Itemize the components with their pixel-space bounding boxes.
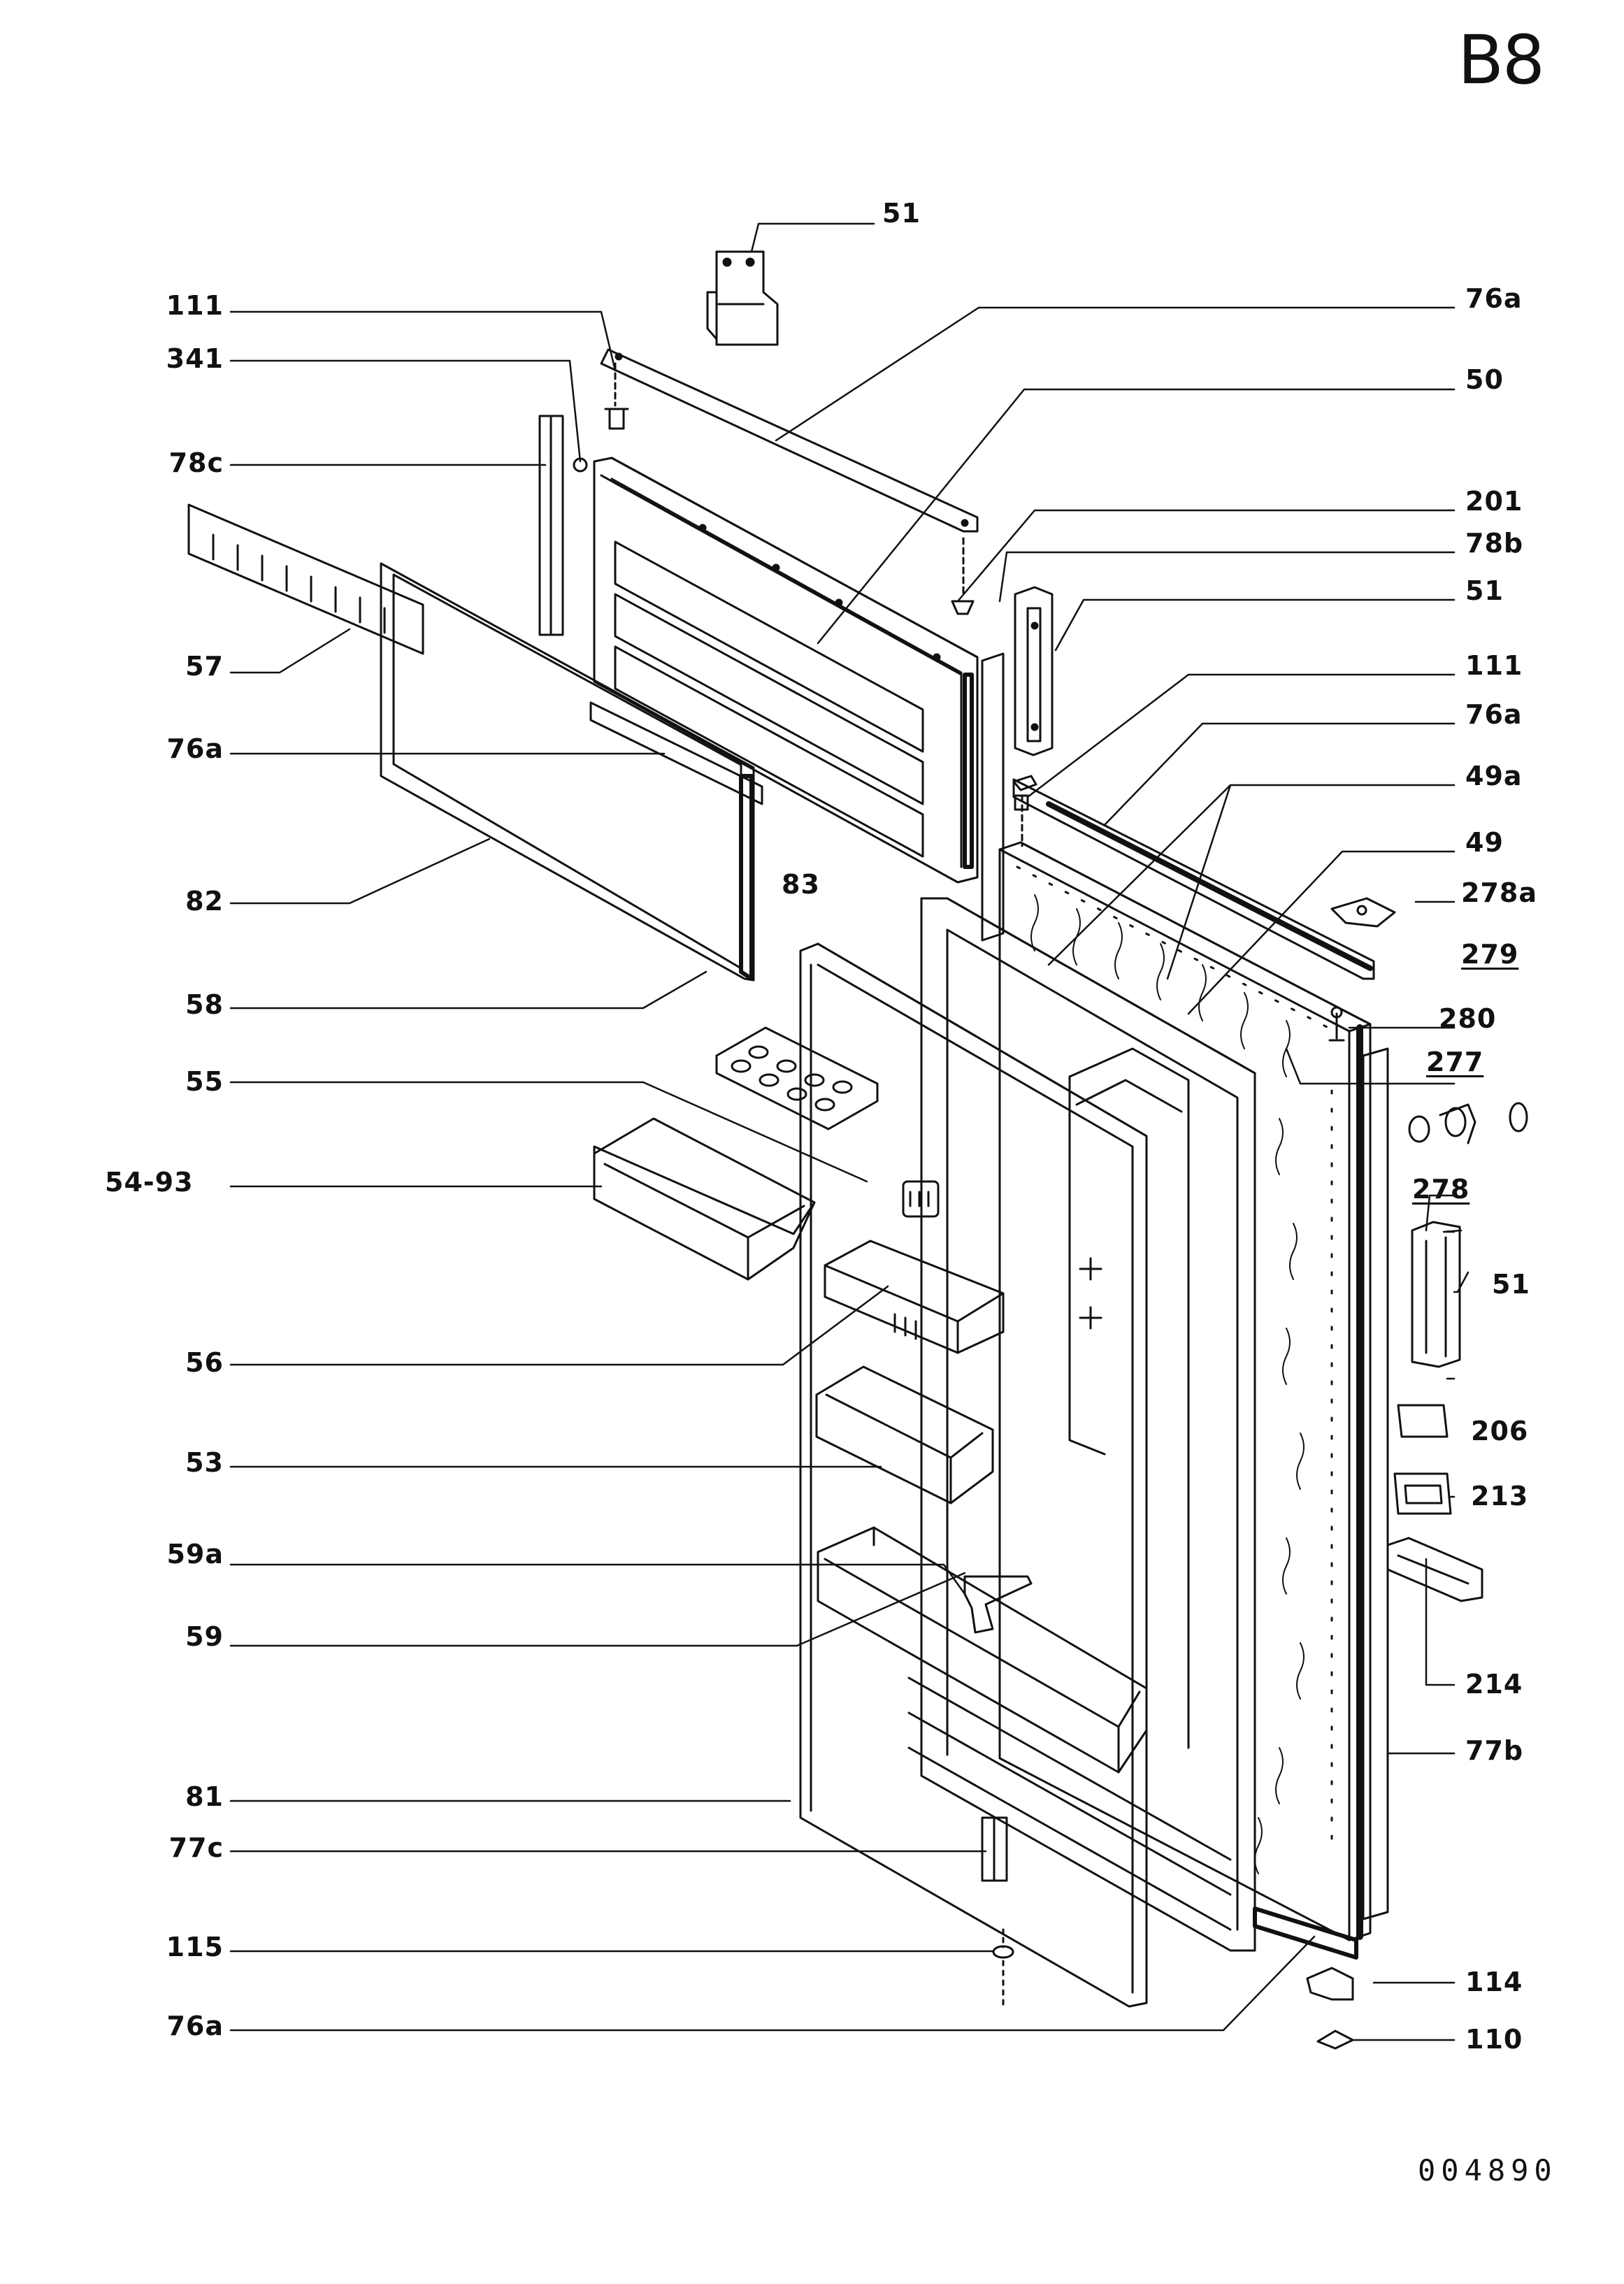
clip-55 [903,1181,938,1216]
label-plate-57 [189,505,423,654]
label-278: 278 [1412,1174,1470,1205]
lock-parts-277-279 [1409,1103,1527,1143]
gasket-76a-left [591,703,762,804]
label-51-mid: 51 [1465,575,1504,606]
label-279: 279 [1461,939,1519,970]
bottle-shelf-54-93 [594,1119,814,1279]
dairy-compartment-56 [825,1241,1003,1353]
strip-78c [540,416,587,635]
label-83: 83 [782,869,820,900]
label-115: 115 [166,1932,224,1962]
screw-111-right [1014,776,1036,846]
strip-77c [982,1818,1007,1881]
label-77b: 77b [1465,1735,1524,1766]
label-201: 201 [1465,486,1523,517]
hinge-plate-51-top [707,252,777,345]
label-58: 58 [185,989,224,1020]
egg-tray-58 [717,1028,877,1129]
label-278a: 278a [1461,877,1537,908]
label-206: 206 [1471,1416,1529,1446]
plate-213 [1395,1474,1451,1514]
page-code: B8 [1458,21,1545,99]
grip-214 [1388,1538,1482,1601]
label-76a-right: 76a [1465,699,1523,730]
bracket-278a [1332,898,1395,926]
drawing-number: 004890 [1418,2153,1558,2188]
label-51-right: 51 [1492,1269,1530,1300]
screw-111-top [605,364,628,429]
label-54-93: 54-93 [105,1167,194,1198]
label-111-left: 111 [166,290,224,321]
label-81: 81 [185,1781,224,1812]
screw-201 [952,538,973,614]
label-51-top: 51 [882,198,921,229]
label-76a-bottom: 76a [166,2011,224,2041]
label-77c: 77c [168,1832,224,1863]
cap-206 [1398,1405,1447,1437]
rail-76a-right [1014,780,1374,979]
label-53: 53 [185,1447,224,1478]
rail-76a-bottom [1255,1909,1356,1958]
box-53 [817,1367,993,1503]
outer-door-49 [1000,842,1370,1940]
label-57: 57 [185,651,224,682]
label-56: 56 [185,1347,224,1378]
label-213: 213 [1471,1481,1529,1511]
label-49a: 49a [1465,761,1523,791]
label-277: 277 [1426,1047,1484,1077]
washer-115 [993,1930,1013,2010]
pin-280 [1330,1007,1344,1040]
handle-51-right [1412,1222,1460,1367]
seal-strip-77b [1363,1049,1388,1919]
label-214: 214 [1465,1669,1523,1700]
label-114: 114 [1465,1967,1523,1997]
leader-lines-right [752,224,1468,2040]
label-76a-top: 76a [1465,283,1523,314]
label-55: 55 [185,1066,224,1097]
label-341: 341 [166,343,224,374]
label-50: 50 [1465,364,1504,395]
rail-76a-top [601,350,977,531]
label-78c: 78c [168,447,224,478]
label-59a: 59a [166,1539,224,1570]
freezer-door-panel-50 [594,458,977,882]
label-82: 82 [185,886,224,917]
strip-78b [982,654,1003,940]
label-111-right: 111 [1465,650,1523,681]
label-59: 59 [185,1621,224,1652]
label-76a-left: 76a [166,733,224,764]
hinge-51-mid [1015,587,1052,755]
door-shelf-59 [818,1528,1147,1772]
leader-lines-left [231,312,1314,2030]
frame-82 [381,563,754,980]
insulation-49a [1031,895,1304,1874]
label-280: 280 [1439,1003,1497,1034]
door-liner-83 [909,898,1255,1951]
gasket-frame-81 [800,944,1147,2006]
label-78b: 78b [1465,528,1524,559]
label-49: 49 [1465,827,1504,858]
hinge-114 [1307,1968,1353,1999]
pin-110 [1318,2031,1353,2048]
clip-59a [965,1576,1031,1632]
label-110: 110 [1465,2024,1523,2055]
